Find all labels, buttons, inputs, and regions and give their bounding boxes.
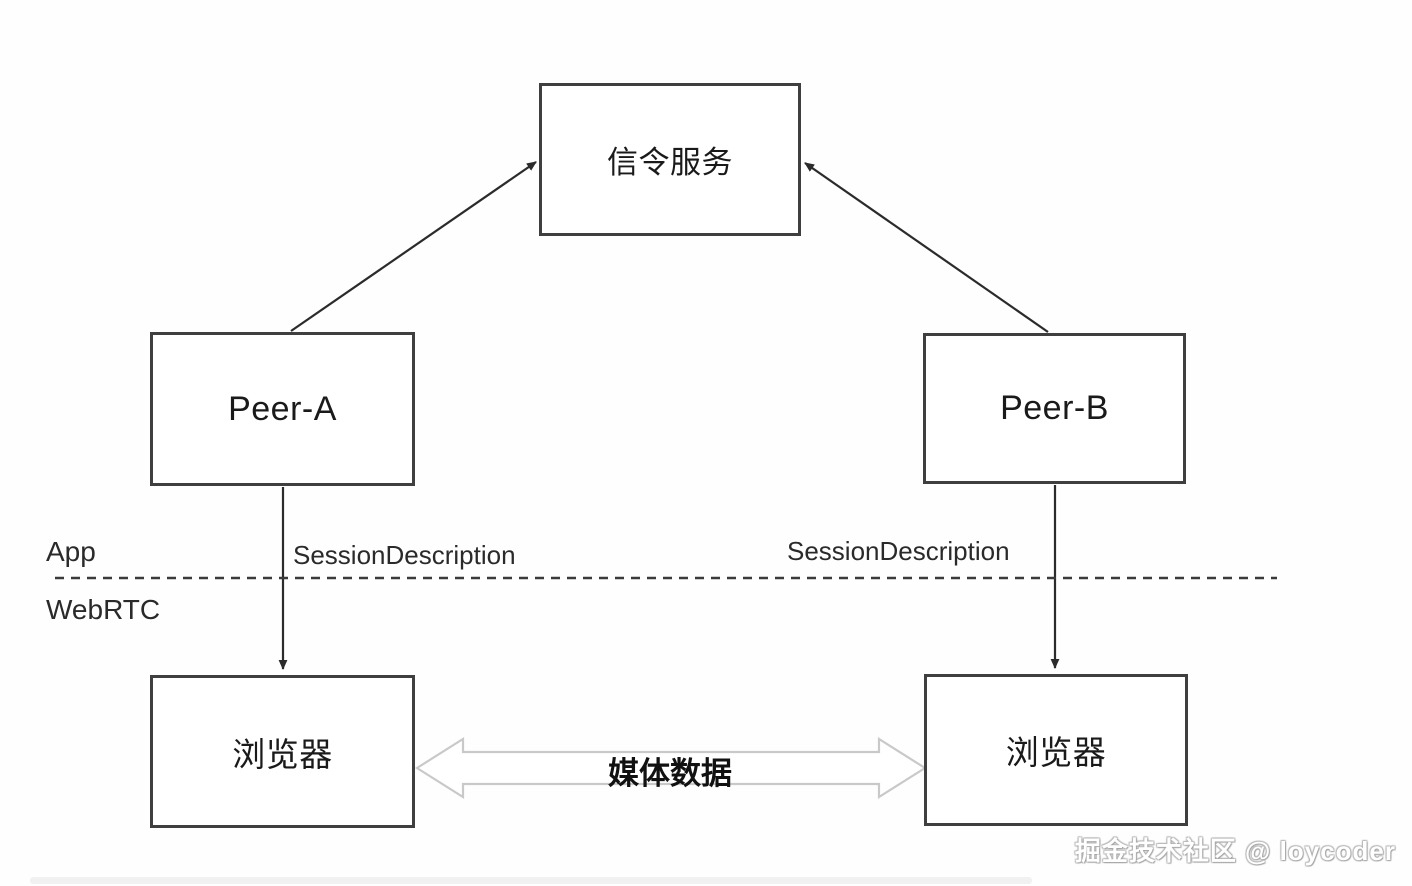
layer-label-app: App <box>46 536 96 567</box>
signaling-service-label: 信令服务 <box>607 145 733 180</box>
node-signaling-service: 信令服务 <box>539 83 801 236</box>
peer-b-label: Peer-B <box>1000 389 1109 427</box>
watermark-text: 掘金技术社区 @ loycoder <box>1074 836 1396 866</box>
browser-a-label: 浏览器 <box>232 735 333 773</box>
layer-label-webrtc: WebRTC <box>46 594 161 625</box>
bottom-progress-bar <box>30 877 1032 884</box>
peer-a-label: Peer-A <box>228 389 337 428</box>
edge-peer-a-to-signaling <box>290 161 537 332</box>
session-description-label-right: SessionDescription <box>787 536 1010 566</box>
browser-b-label: 浏览器 <box>1005 734 1107 771</box>
node-peer-a: Peer-A <box>150 332 415 486</box>
session-description-label-left: SessionDescription <box>293 540 516 570</box>
node-peer-b: Peer-B <box>923 333 1186 484</box>
media-data-label: 媒体数据 <box>608 756 732 791</box>
node-browser-a: 浏览器 <box>150 675 415 828</box>
node-browser-b: 浏览器 <box>924 674 1188 826</box>
edge-peer-b-to-signaling <box>804 162 1049 333</box>
